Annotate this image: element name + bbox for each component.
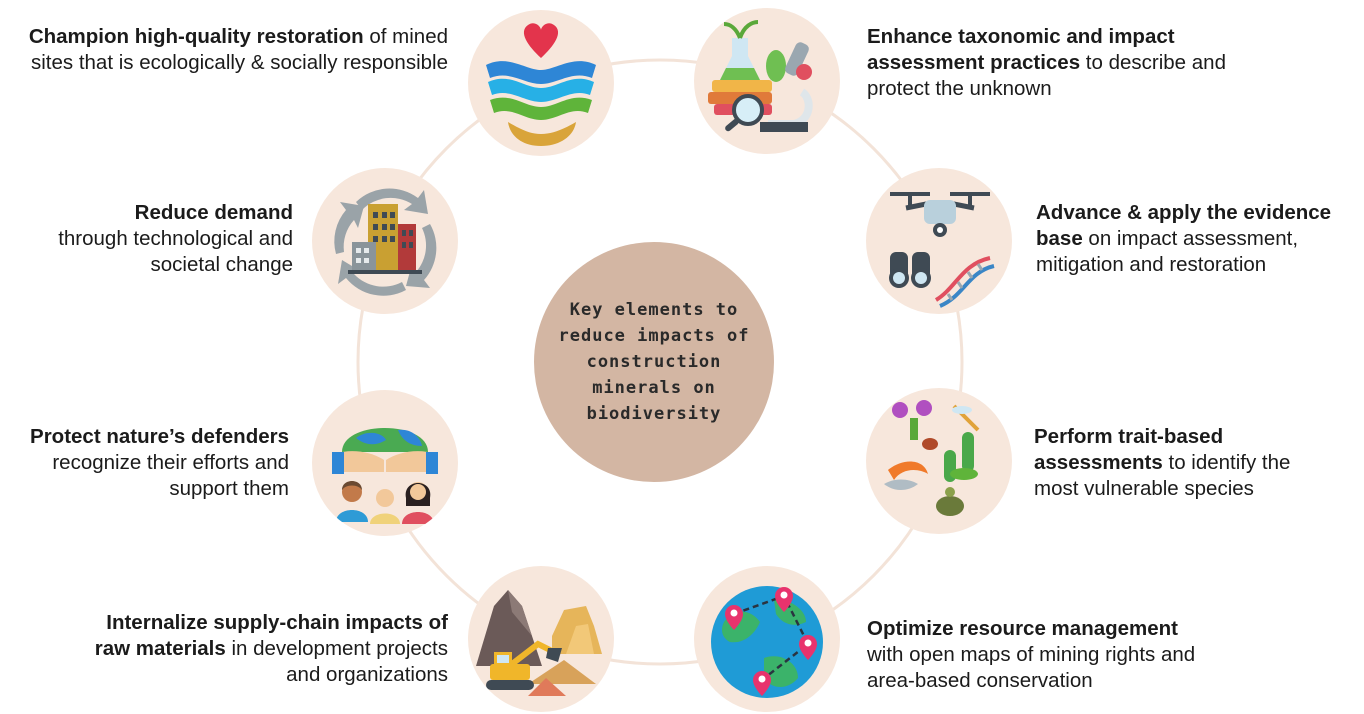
science-lab-icon [694, 8, 840, 154]
element-supply-desc: in development projects and organization… [225, 637, 448, 686]
element-resource-title: Optimize resource management [867, 617, 1179, 640]
element-defenders-title: Protect nature’s defenders [30, 425, 289, 448]
element-restoration-title: Champion high-quality restoration [28, 25, 364, 48]
globe-map-pins-icon [694, 566, 840, 712]
element-supply-text: Internalize supply-chain impacts of raw … [88, 610, 448, 688]
element-supply-title: Internalize supply-chain impacts of raw … [94, 611, 448, 660]
restoration-waves-heart-icon [468, 10, 614, 156]
element-taxonomic-desc: to describe and protect the unknown [867, 51, 1226, 100]
element-demand-desc: through technological and societal chang… [58, 227, 293, 276]
element-evidence-title: Advance & apply the evidence base [1036, 201, 1332, 250]
element-resource-text: Optimize resource management with open m… [867, 616, 1217, 694]
drone-binoculars-dna-icon [866, 168, 1012, 314]
element-defenders-desc: recognize their efforts and support them [52, 451, 289, 500]
element-demand-title: Reduce demand [134, 201, 293, 224]
element-restoration-desc: of mined sites that is ecologically & so… [30, 25, 448, 74]
element-evidence-text: Advance & apply the evidence base on imp… [1036, 200, 1361, 278]
element-taxonomic-title: Enhance taxonomic and impact assessment … [867, 25, 1175, 74]
center-circle: Key elements to reduce impacts of constr… [534, 242, 774, 482]
element-evidence-desc: on impact assessment, mitigation and res… [1036, 227, 1299, 276]
element-resource-desc: with open maps of mining rights and area… [867, 643, 1196, 692]
center-title: Key elements to reduce impacts of constr… [558, 300, 750, 424]
element-defenders-text: Protect nature’s defenders recognize the… [0, 424, 289, 502]
element-demand-text: Reduce demand through technological and … [23, 200, 293, 278]
earth-hands-people-icon [312, 390, 458, 536]
element-taxonomic-text: Enhance taxonomic and impact assessment … [867, 24, 1227, 102]
element-trait-text: Perform trait-based assessments to ident… [1034, 424, 1334, 502]
element-restoration-text: Champion high-quality restoration of min… [8, 24, 448, 76]
species-icon [866, 388, 1012, 534]
recycle-city-icon [312, 168, 458, 314]
quarry-excavator-icon [468, 566, 614, 712]
element-trait-desc: to identify the most vulnerable species [1034, 451, 1291, 500]
element-trait-title: Perform trait-based assessments [1034, 425, 1224, 474]
